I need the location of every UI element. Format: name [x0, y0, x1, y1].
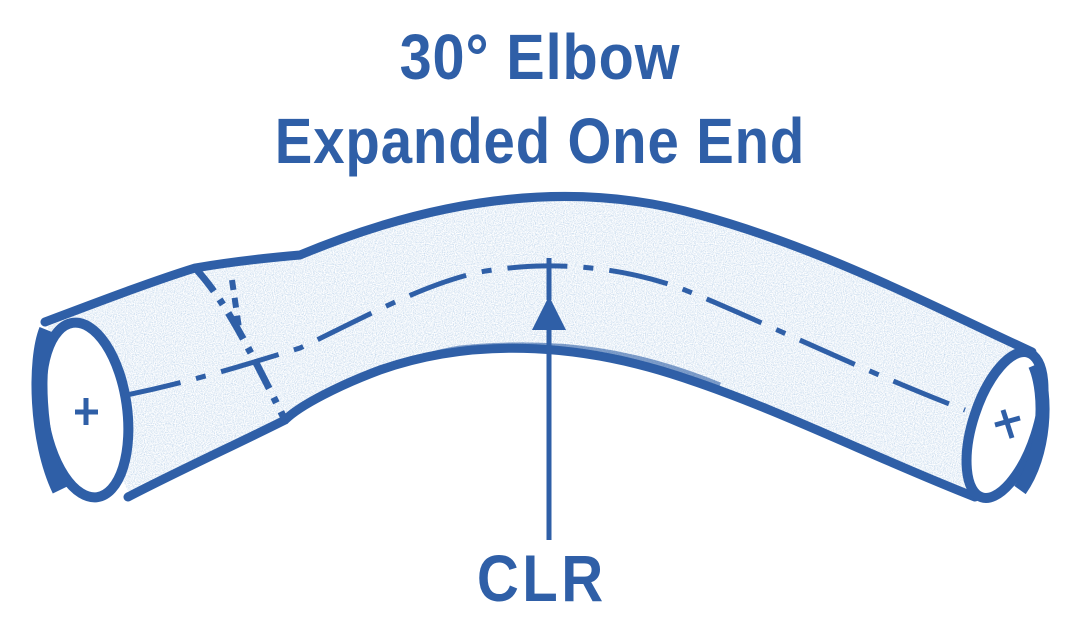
pipe-top-outline	[40, 191, 1037, 357]
pipe-bottom-outline	[123, 343, 980, 502]
title-line-1: 30° Elbow	[399, 21, 681, 93]
title-line-2: Expanded One End	[274, 105, 806, 177]
right-end-shadow	[1014, 362, 1050, 495]
clr-arrow-head	[532, 296, 566, 330]
clr-label: CLR	[476, 541, 607, 615]
left-end-shadow	[31, 327, 68, 494]
collar-hidden-line	[229, 279, 243, 336]
pipe-centerline	[121, 263, 966, 413]
bend-shading-line	[283, 342, 721, 421]
left-end-center-mark	[75, 398, 98, 425]
right-end-center-mark	[994, 409, 1021, 439]
expanded-end-collar	[192, 265, 289, 422]
